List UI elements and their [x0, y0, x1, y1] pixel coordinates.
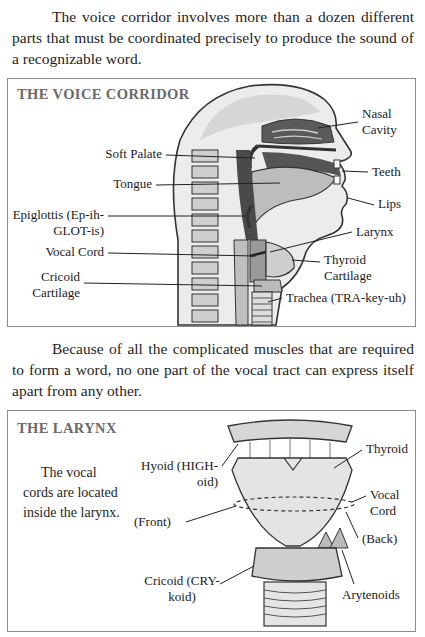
tooth	[334, 176, 340, 184]
body-paragraph: Because of all the complicated muscles t…	[12, 338, 414, 401]
leader-line	[318, 122, 358, 128]
vertebra	[192, 166, 218, 178]
label-slot: Cricoid Cartilage	[18, 269, 80, 301]
leader-line	[270, 232, 352, 252]
hyoid-bone	[228, 420, 352, 442]
vertebra	[192, 294, 218, 306]
leader-line	[292, 260, 320, 262]
part-label: Cricoid Cartilage	[18, 269, 80, 301]
nasal-cavity	[262, 119, 334, 144]
leader-line	[84, 283, 262, 286]
leader-line	[342, 171, 368, 172]
label-slot: Epiglottis (Ep-ih-GLOT-is)	[8, 207, 104, 239]
vocal-cords	[234, 497, 354, 511]
label-slot: Thyroid	[366, 441, 414, 457]
spine	[192, 150, 218, 322]
leader-line	[108, 216, 246, 217]
leader-line	[346, 512, 358, 538]
label-slot: The voice corridor involves more than a …	[12, 6, 414, 69]
leader-line	[166, 155, 255, 158]
panel-note: The vocal cords are located inside the l…	[23, 463, 129, 523]
esophagus	[234, 240, 248, 325]
leader-line	[156, 183, 280, 185]
part-label: Lips	[378, 196, 412, 212]
pharynx	[236, 150, 258, 240]
thyroid-cartilage	[232, 458, 352, 546]
part-label: Larynx	[356, 224, 408, 240]
label-slot: Because of all the complicated muscles t…	[12, 338, 414, 401]
part-label: Epiglottis (Ep-ih-GLOT-is)	[8, 207, 104, 239]
label-slot: Lips	[378, 196, 412, 212]
vertebra	[192, 278, 218, 290]
text-slot: THE LARYNX	[17, 420, 117, 437]
leader-line	[220, 566, 254, 584]
text-slot: THE VOICE CORRIDOR	[17, 86, 190, 103]
vertebra	[192, 246, 218, 258]
larynx-drawing	[186, 420, 366, 626]
label-slot: Vocal Cord	[20, 244, 104, 260]
label-slot: Tongue	[90, 176, 152, 192]
leader-line	[348, 198, 374, 205]
larynx-tube	[250, 240, 266, 282]
label-slot: (Front)	[134, 514, 184, 530]
vocal-cord	[250, 252, 266, 256]
body-paragraph: The voice corridor involves more than a …	[12, 6, 414, 69]
thyroid-notch	[284, 458, 302, 470]
leader-line	[342, 550, 354, 584]
part-label: Thyroid	[366, 441, 414, 457]
hard-palate	[258, 146, 336, 150]
label-slot: Larynx	[356, 224, 408, 240]
label-slot: Trachea (TRA-key-uh)	[286, 290, 414, 306]
label-slot: Thyroid Cartilage	[324, 252, 390, 284]
part-label: Soft Palate	[62, 146, 162, 162]
label-slot: Hyoid (HIGH-oid)	[134, 458, 218, 490]
part-label: Vocal Cord	[370, 487, 414, 519]
leader-line	[352, 496, 366, 502]
trachea	[252, 292, 272, 325]
vertebra	[192, 262, 218, 274]
part-label: Nasal Cavity	[362, 106, 412, 138]
part-label: Tongue	[90, 176, 152, 192]
text-slot: The vocal cords are located inside the l…	[23, 463, 129, 523]
vertebra	[192, 198, 218, 210]
panel-heading: THE VOICE CORRIDOR	[17, 86, 190, 103]
part-label: Hyoid (HIGH-oid)	[134, 458, 218, 490]
arytenoid	[330, 528, 348, 548]
trachea-rings	[264, 590, 326, 617]
label-slot: Arytenoids	[342, 587, 414, 603]
label-slot: Vocal Cord	[370, 487, 414, 519]
vertebra	[192, 230, 218, 242]
leader-line	[186, 506, 236, 522]
part-label: Arytenoids	[342, 587, 414, 603]
panel-heading: THE LARYNX	[17, 420, 117, 437]
trachea	[264, 582, 326, 626]
label-slot: Teeth	[372, 164, 412, 180]
part-label: Trachea (TRA-key-uh)	[286, 290, 414, 306]
leader-line	[334, 450, 362, 468]
direction-label: (Back)	[362, 531, 412, 547]
leader-line	[222, 444, 238, 466]
vertebra	[192, 310, 218, 322]
thyrohyoid-membrane	[250, 439, 330, 458]
tongue	[250, 167, 336, 228]
head-outline	[173, 85, 351, 325]
cricoid-cartilage	[252, 548, 342, 581]
label-slot: Soft Palate	[62, 146, 162, 162]
part-label: Teeth	[372, 164, 412, 180]
turbinate	[272, 130, 318, 133]
tooth	[334, 160, 340, 168]
part-label: Vocal Cord	[20, 244, 104, 260]
label-slot: Cricoid (CRY-koid)	[140, 573, 224, 605]
label-slot: Nasal Cavity	[362, 106, 412, 138]
leader-line	[268, 298, 282, 302]
label-slot: (Back)	[362, 531, 412, 547]
part-label: Cricoid (CRY-koid)	[140, 573, 224, 605]
part-label: Thyroid Cartilage	[324, 252, 390, 284]
direction-label: (Front)	[134, 514, 184, 530]
voice-corridor-drawing	[84, 85, 374, 325]
epiglottis	[247, 206, 252, 228]
turbinate	[274, 136, 322, 139]
leader-line	[108, 253, 256, 256]
